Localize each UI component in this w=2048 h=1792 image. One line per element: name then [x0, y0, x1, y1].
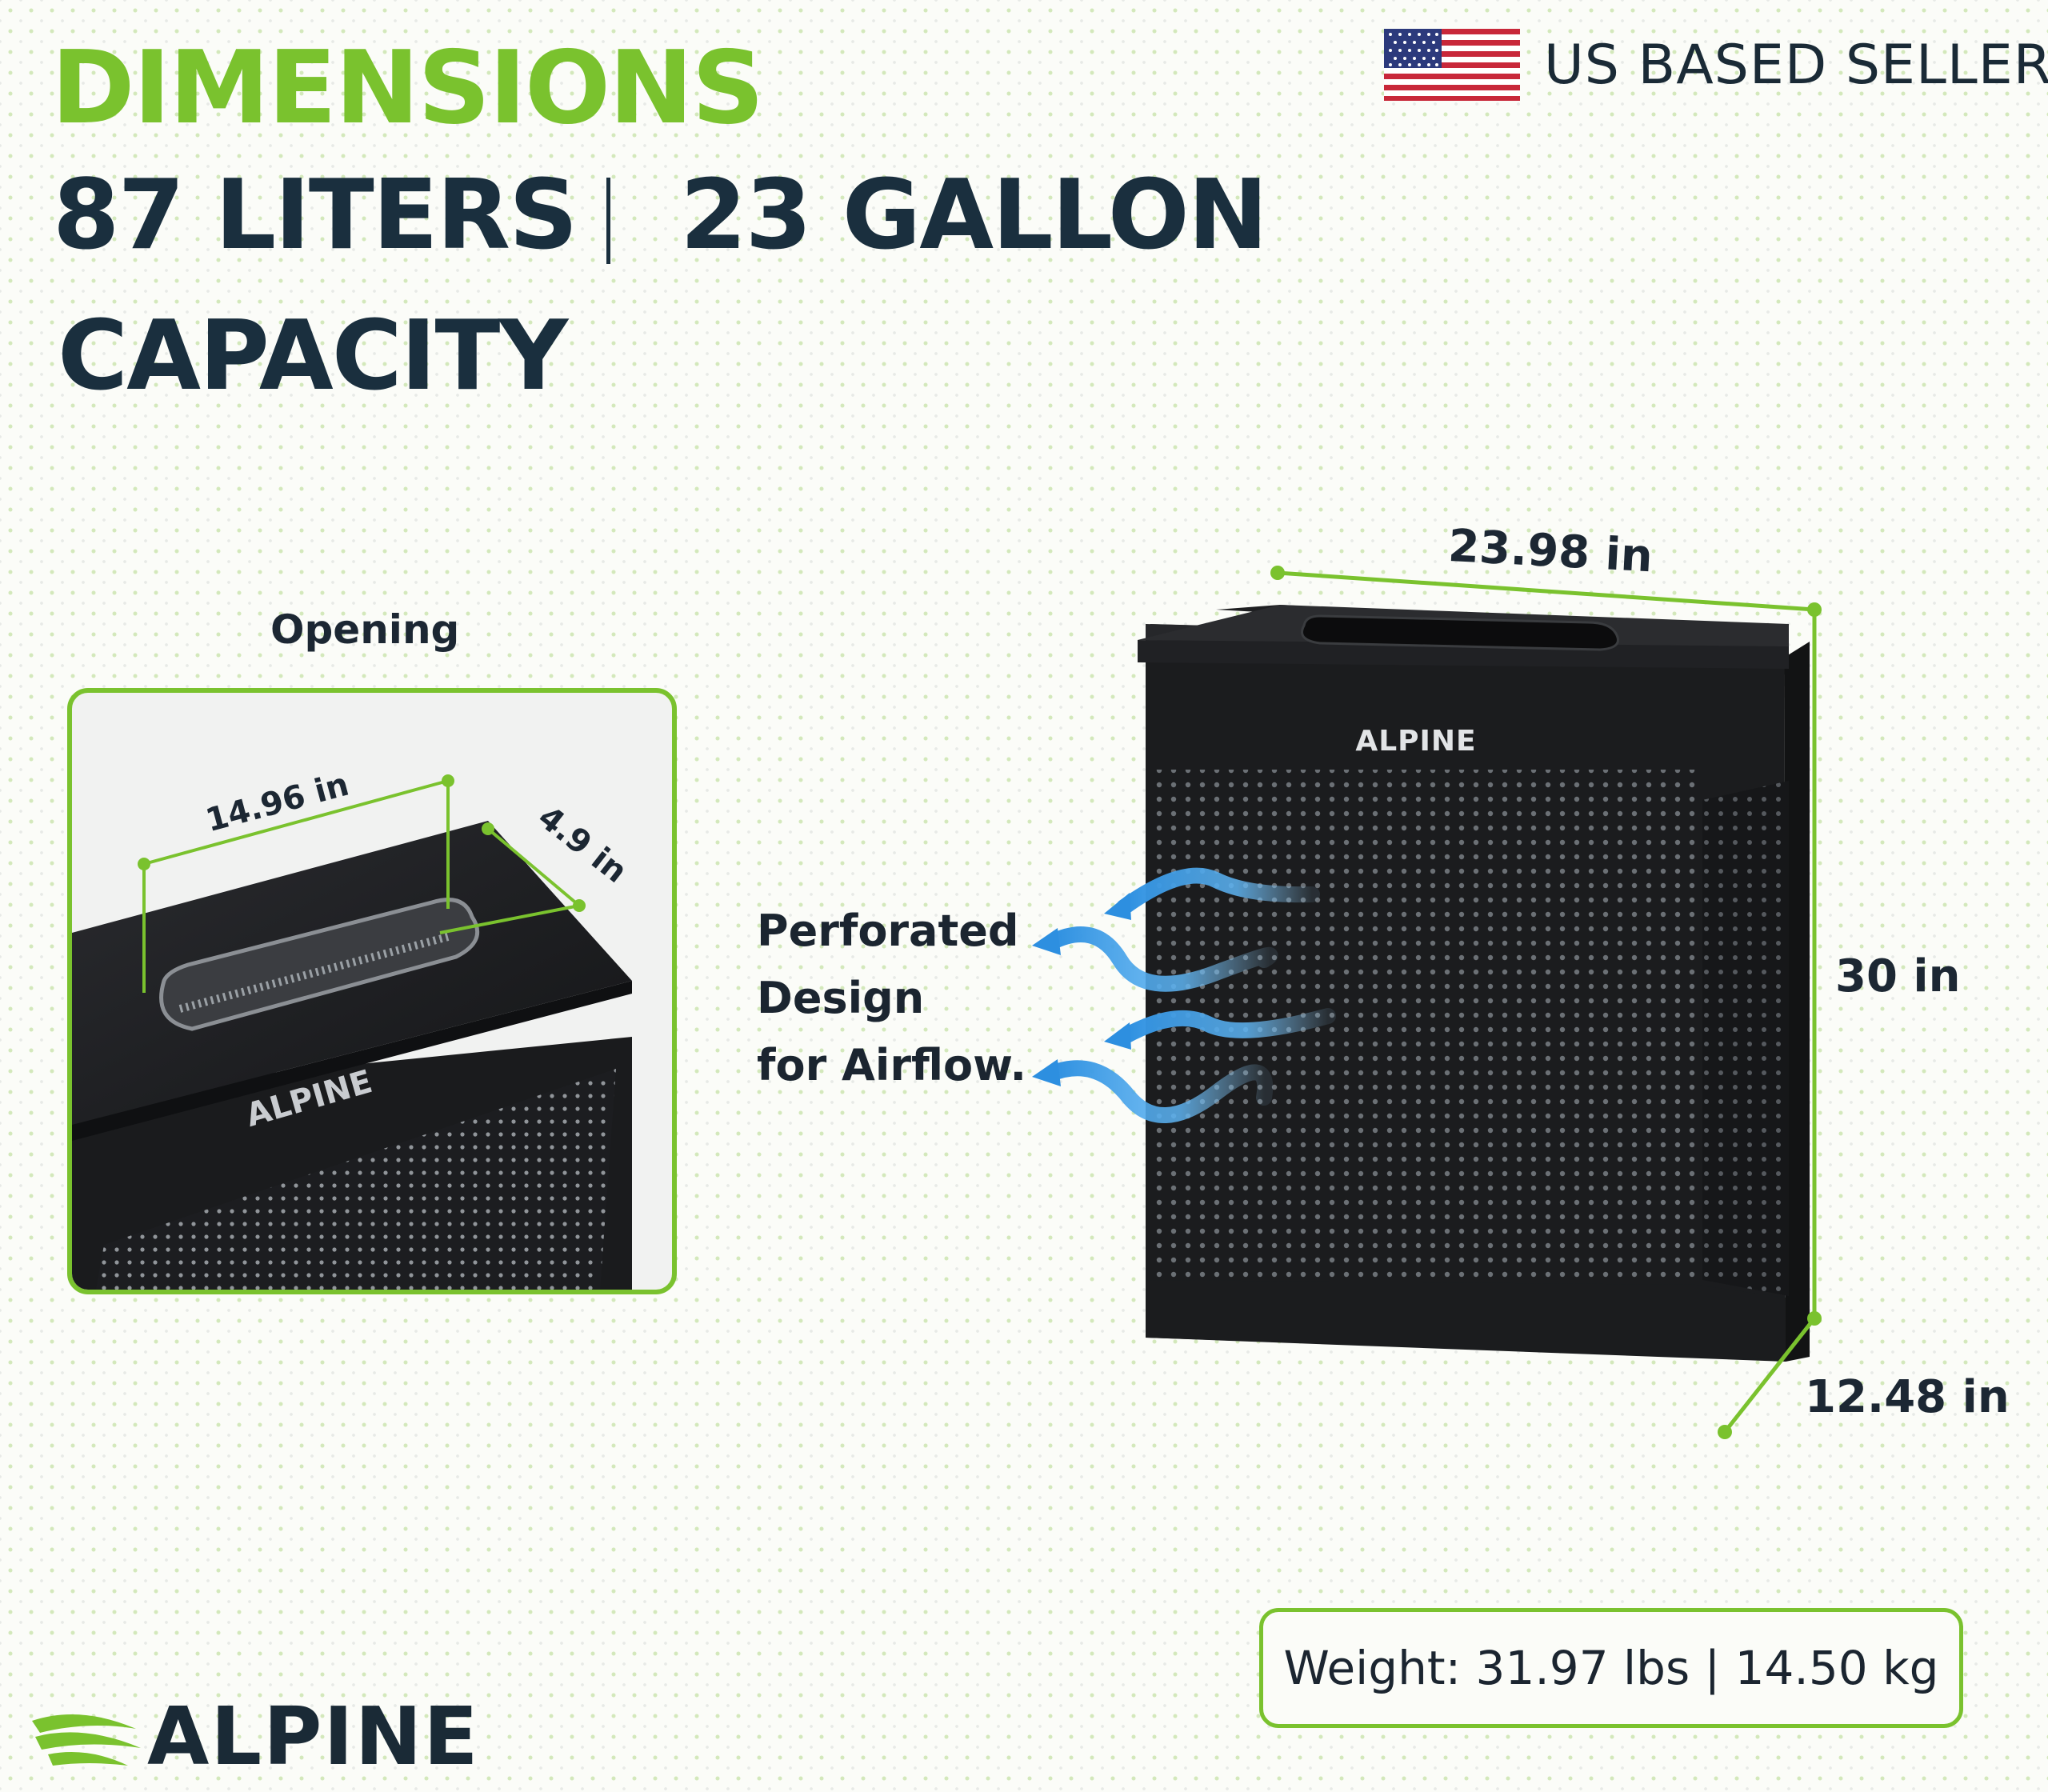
page-title: DIMENSIONS — [51, 29, 764, 146]
us-seller-badge: US BASED SELLER — [1384, 29, 2048, 101]
airflow-arrowheads — [1032, 893, 1131, 1086]
weight-badge: Weight: 31.97 lbs | 14.50 kg — [1259, 1608, 1963, 1728]
airflow-line-3: for Airflow. — [757, 1040, 1027, 1090]
seller-label: US BASED SELLER — [1544, 33, 2048, 97]
opening-detail-panel: ALPINE 14.96 in 4.9 in — [67, 688, 677, 1294]
width-dimension: 23.98 in — [1446, 520, 1654, 583]
logo-text: ALPINE — [147, 1690, 480, 1783]
airflow-arrows — [1043, 867, 1336, 1123]
weight-text: Weight: 31.97 lbs | 14.50 kg — [1283, 1641, 1939, 1695]
airflow-caption: Perforated Design for Airflow. — [757, 898, 1026, 1099]
depth-dimension: 12.48 in — [1805, 1371, 2010, 1423]
capacity-liters: 87 LITERS — [53, 160, 578, 271]
capacity-gallon: 23 GALLON — [680, 160, 1268, 271]
airflow-line-2: Design — [757, 973, 925, 1023]
product-brand-label: ALPINE — [1355, 725, 1476, 758]
alpine-logo: ALPINE — [24, 1690, 480, 1783]
capacity-label: CAPACITY — [58, 301, 568, 412]
height-dimension: 30 in — [1835, 950, 1961, 1002]
trash-bin: ALPINE — [1138, 605, 1810, 1362]
us-flag-icon — [1384, 29, 1520, 101]
capacity-divider — [606, 178, 610, 264]
alpine-leaf-icon — [32, 1714, 141, 1766]
airflow-line-1: Perforated — [757, 906, 1019, 956]
dimension-lines — [1270, 566, 1822, 1439]
opening-label: Opening — [270, 606, 460, 653]
